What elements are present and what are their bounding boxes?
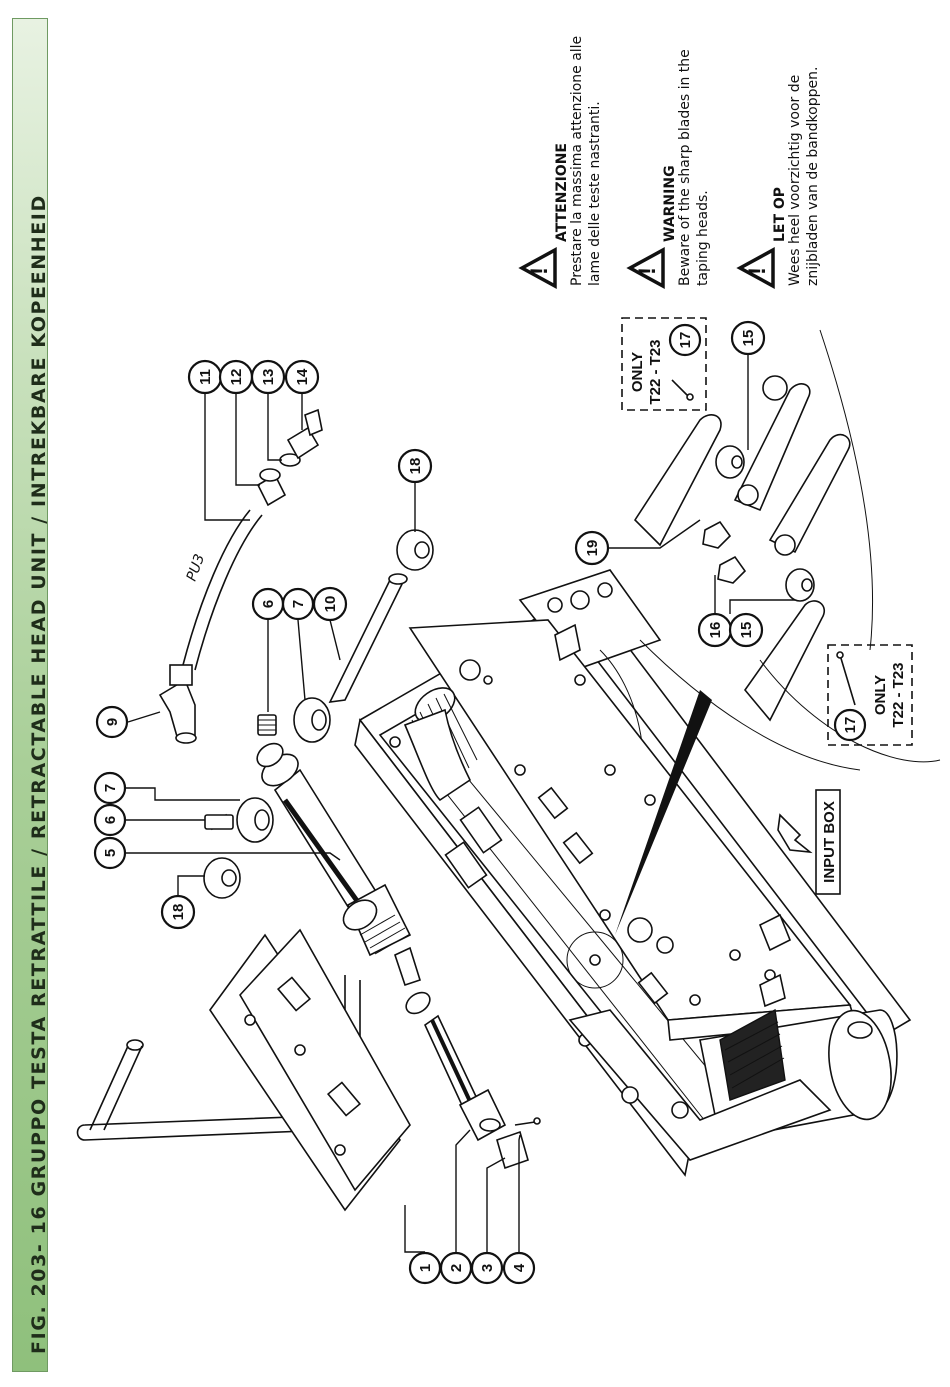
ring-lower xyxy=(203,857,241,899)
handle-frame xyxy=(76,928,411,1212)
svg-text:13: 13 xyxy=(260,369,277,386)
block-and-screw xyxy=(496,1117,541,1170)
callout-1: 1 xyxy=(408,1251,442,1285)
input-box-text: INPUT BOX xyxy=(821,801,838,883)
callout-15: 15 xyxy=(728,612,764,648)
only-box-top-line2: T22 - T23 xyxy=(647,339,664,404)
warning-line: Wees heel voorzichtig voor de xyxy=(787,75,803,286)
svg-text:15: 15 xyxy=(738,622,755,639)
leader-lines xyxy=(110,354,795,1253)
warning-triangle-icon xyxy=(518,247,557,289)
callout-5: 5 xyxy=(93,836,127,870)
hose-pu3: PU3 xyxy=(182,509,263,671)
callout-3: 3 xyxy=(470,1251,504,1285)
svg-text:6: 6 xyxy=(102,816,119,824)
pneumatic-cylinder xyxy=(256,742,421,987)
warning-line: taping heads. xyxy=(695,190,711,286)
piston-rod xyxy=(405,991,507,1142)
callout-6: 6 xyxy=(251,587,285,621)
svg-text:!: ! xyxy=(744,267,771,275)
svg-text:7: 7 xyxy=(102,784,119,792)
svg-text:!: ! xyxy=(526,267,553,275)
callout-2: 2 xyxy=(439,1251,473,1285)
callout-4: 4 xyxy=(502,1251,536,1285)
svg-text:11: 11 xyxy=(197,369,214,385)
callout-10: 10 xyxy=(312,586,348,622)
spring-roller-assembly xyxy=(403,687,503,889)
callout-17: 17 xyxy=(833,708,867,742)
callout-18: 18 xyxy=(160,894,196,930)
svg-text:15: 15 xyxy=(740,330,757,347)
callout-13: 13 xyxy=(250,359,286,395)
svg-text:12: 12 xyxy=(228,369,245,386)
callout-18: 18 xyxy=(397,448,433,484)
blade-guard-lower xyxy=(743,600,825,722)
only-box-bottom-line1: ONLY xyxy=(872,675,889,715)
svg-text:3: 3 xyxy=(479,1264,496,1272)
only-box-top-line1: ONLY xyxy=(629,352,646,392)
spring-and-collar-upper xyxy=(257,697,331,743)
spring-and-collar-lower xyxy=(204,797,274,843)
warning-line: Prestare la massima attenzione alle xyxy=(569,36,585,286)
elbow-fitting xyxy=(158,664,197,744)
callout-9: 9 xyxy=(95,705,129,739)
warning-line: Beware of the sharp blades in the xyxy=(677,49,693,286)
hose-label: PU3 xyxy=(184,552,208,583)
blade-guard-upper xyxy=(633,414,722,547)
warning-triangle-icon xyxy=(736,247,775,289)
callout-7: 7 xyxy=(93,771,127,805)
svg-text:17: 17 xyxy=(677,332,694,349)
arrow-icon xyxy=(777,813,813,854)
shaft xyxy=(328,573,408,703)
svg-text:9: 9 xyxy=(104,718,121,726)
warning-line: znijbladen van de bandkoppen. xyxy=(805,67,821,286)
svg-text:19: 19 xyxy=(584,540,601,557)
nuts-and-bushings xyxy=(702,445,815,602)
top-plate xyxy=(408,619,857,1041)
svg-text:2: 2 xyxy=(448,1264,465,1272)
svg-text:16: 16 xyxy=(707,622,724,639)
warning-heading: ATTENZIONE xyxy=(554,143,570,242)
warning-triangle-icon xyxy=(626,247,665,289)
svg-text:7: 7 xyxy=(290,600,307,608)
warning-heading: LET OP xyxy=(772,187,788,242)
svg-text:18: 18 xyxy=(170,904,187,921)
warning-heading: WARNING xyxy=(662,165,678,242)
callout-19: 19 xyxy=(574,530,610,566)
svg-text:1: 1 xyxy=(417,1264,434,1272)
callout-15: 15 xyxy=(730,320,766,356)
detail-highlight xyxy=(566,639,861,989)
callout-14: 14 xyxy=(284,359,320,395)
warning-line: lame delle teste nastranti. xyxy=(587,101,603,286)
svg-text:4: 4 xyxy=(511,1263,528,1272)
input-box-label: INPUT BOX xyxy=(777,789,841,895)
svg-text:18: 18 xyxy=(407,458,424,475)
title-bar xyxy=(12,18,48,1372)
fittings-12-13-14 xyxy=(256,408,323,507)
warning-dutch: ! LET OP Wees heel voorzichtig voor de z… xyxy=(736,67,821,289)
lower-tray xyxy=(568,1009,832,1161)
callout-17: 17 xyxy=(668,323,702,357)
callout-6: 6 xyxy=(93,803,127,837)
arm-linkage xyxy=(733,329,941,763)
callout-11: 11 xyxy=(187,359,223,395)
callout-7: 7 xyxy=(281,587,315,621)
only-box-top: ONLY T22 - T23 xyxy=(621,317,707,411)
svg-text:!: ! xyxy=(634,267,661,275)
svg-text:5: 5 xyxy=(102,849,119,857)
only-box-bottom: ONLY T22 - T23 xyxy=(827,644,913,746)
warning-english: ! WARNING Beware of the sharp blades in … xyxy=(626,49,711,289)
warning-italian: ! ATTENZIONE Prestare la massima attenzi… xyxy=(518,36,603,289)
ring-upper xyxy=(396,529,434,571)
svg-text:17: 17 xyxy=(842,717,859,734)
only-box-bottom-line2: T22 - T23 xyxy=(890,662,907,727)
svg-text:6: 6 xyxy=(260,600,277,608)
callout-16: 16 xyxy=(697,612,733,648)
svg-text:10: 10 xyxy=(322,596,339,613)
callout-12: 12 xyxy=(218,359,254,395)
svg-text:14: 14 xyxy=(294,368,311,385)
